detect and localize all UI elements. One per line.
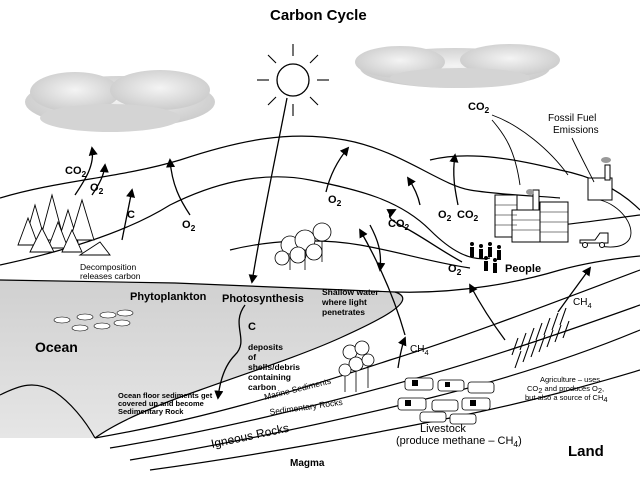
hill-line-3 <box>229 240 471 269</box>
label-deposits-2: of <box>248 352 256 362</box>
label-o2-trees: O <box>328 194 337 206</box>
label-co2-top: CO <box>468 101 485 113</box>
right-curve <box>599 199 632 248</box>
label-agri-2: CO <box>527 384 538 393</box>
label-shallow-2: where light <box>321 297 367 307</box>
svg-text:but also a source of CH4: but also a source of CH4 <box>525 393 608 404</box>
svg-text:CO2: CO2 <box>65 165 87 179</box>
label-decomposition-2: releases carbon <box>80 271 141 281</box>
land-strip-1 <box>94 269 640 439</box>
label-c-ocean: C <box>248 321 256 333</box>
svg-text:O2: O2 <box>182 219 196 233</box>
city-buildings <box>494 164 613 248</box>
svg-text:(produce methane – CH4): (produce methane – CH4) <box>396 435 522 449</box>
label-decomposition-1: Decomposition <box>80 262 136 272</box>
svg-text:CH4: CH4 <box>573 297 592 310</box>
label-livestock-1: Livestock <box>420 423 466 435</box>
arrow-o2-forest <box>91 163 109 196</box>
svg-text:CO2: CO2 <box>468 101 490 115</box>
label-agri-3: but also a source of CH <box>525 393 603 402</box>
svg-text:CO2: CO2 <box>388 218 410 232</box>
arrow-sun-photosynthesis <box>248 97 288 284</box>
cloud-left <box>25 70 215 132</box>
hill-line-2 <box>0 176 491 266</box>
arrow-c-forest <box>121 188 136 241</box>
label-co2-factory: CO <box>457 209 474 221</box>
hill-line-1 <box>0 135 561 199</box>
arrow-o2-factory <box>406 176 421 206</box>
label-o2-forest: O <box>90 182 99 194</box>
label-ocean: Ocean <box>35 339 78 355</box>
label-floor-1: Ocean floor sediments get <box>118 391 213 400</box>
label-deposits-4: containing <box>248 372 291 382</box>
arrow-ch4-up <box>359 228 406 336</box>
label-ch4-right: CH <box>573 297 587 308</box>
hill-line-4 <box>429 155 640 211</box>
diagram-title: Carbon Cycle <box>270 7 367 24</box>
crops-icon <box>511 307 570 369</box>
svg-text:CO2: CO2 <box>457 209 479 223</box>
label-agri-1: Agriculture – uses <box>540 375 600 384</box>
svg-text:O2: O2 <box>328 194 342 208</box>
svg-text:CH4: CH4 <box>410 344 429 357</box>
arrow-co2-factory <box>449 153 459 206</box>
svg-text:O2: O2 <box>90 182 104 196</box>
label-shallow-1: Shallow water <box>322 287 379 297</box>
sun-icon <box>257 44 329 116</box>
label-co2-forest: CO <box>65 165 82 177</box>
line-co2-top-1 <box>491 114 569 176</box>
label-o2-mid: O <box>182 219 191 231</box>
svg-text:CO2 and produces O2,: CO2 and produces O2, <box>527 384 604 395</box>
svg-text:O2: O2 <box>448 263 462 277</box>
arrow-livestock-ch4 <box>397 336 407 369</box>
label-deposits-1: deposits <box>248 342 283 352</box>
label-floor-2: covered up and become <box>118 399 204 408</box>
svg-text:O2: O2 <box>438 209 452 223</box>
label-floor-3: Sedimentary Rock <box>118 407 184 416</box>
trees-lower <box>338 340 375 392</box>
label-deposits-3: shells/debris <box>248 362 300 372</box>
arrow-o2-mid <box>166 158 191 216</box>
label-o2-factory: O <box>438 209 447 221</box>
line-co2-top-2 <box>491 119 521 186</box>
label-livestock-2: (produce methane – CH <box>396 435 513 447</box>
cloud-right <box>355 44 560 88</box>
ocean-water <box>0 280 403 438</box>
label-fossil-1: Fossil Fuel <box>548 113 596 124</box>
arrow-crops-people <box>469 283 506 341</box>
ocean-floor-line <box>94 291 404 439</box>
label-ch4-livestock: CH <box>410 344 424 355</box>
label-shallow-3: penetrates <box>322 307 365 317</box>
label-co2-trees: CO <box>388 218 405 230</box>
label-photosynthesis: Photosynthesis <box>222 293 304 305</box>
label-deposits-5: carbon <box>248 382 276 392</box>
label-o2-people: O <box>448 263 457 275</box>
trees-middle <box>274 222 332 270</box>
arrow-c-ocean <box>214 304 246 400</box>
fish-school-icon <box>53 309 134 332</box>
label-c-forest: C <box>127 209 135 221</box>
arrow-o2-trees <box>325 146 350 193</box>
arrow-people-co2 <box>386 209 463 263</box>
label-sedimentary-rocks: Sedimentary Rocks <box>269 397 343 417</box>
shore-line <box>0 255 640 293</box>
smoke-icon <box>526 157 611 195</box>
people-icon <box>470 242 501 273</box>
label-igneous-rocks: Igneous Rocks <box>210 421 291 451</box>
label-people: People <box>505 263 541 275</box>
arrow-co2-forest <box>74 146 98 196</box>
line-fossil <box>571 137 595 183</box>
livestock-icon <box>397 377 495 425</box>
seafloor-ridge <box>0 384 96 439</box>
arrow-crops-ch4 <box>557 266 592 313</box>
forest-left <box>17 193 111 256</box>
label-phytoplankton: Phytoplankton <box>130 291 207 303</box>
arrow-co2-trees <box>369 224 386 272</box>
label-land: Land <box>568 443 604 460</box>
hill-line-5 <box>559 214 640 226</box>
label-fossil-2: Emissions <box>553 125 599 136</box>
label-magma: Magma <box>290 458 325 469</box>
